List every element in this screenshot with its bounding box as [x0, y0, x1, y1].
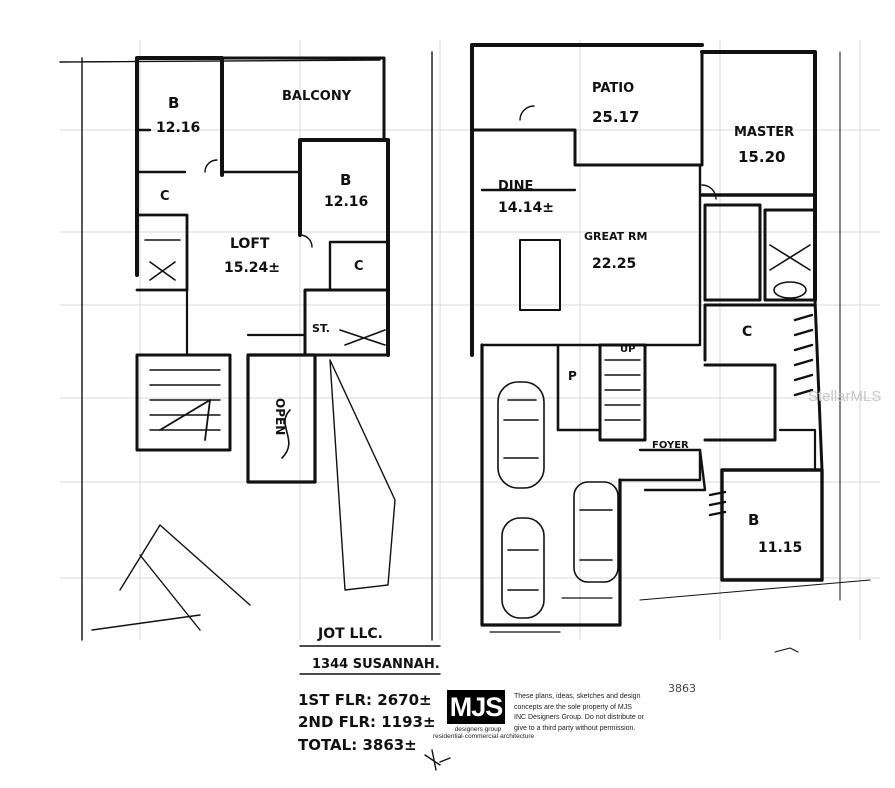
margin-scribble [774, 647, 799, 653]
room-label: MASTER [734, 125, 794, 140]
room-dims: 12.16 [324, 194, 368, 210]
room-label: LOFT [230, 236, 270, 252]
room-dims: 25.17 [592, 108, 639, 126]
garage-cars [497, 381, 619, 619]
lot-address: 1344 SUSANNAH. [312, 657, 440, 672]
dimension-lines [489, 597, 613, 633]
first-floor-area: 1ST FLR: 2670± [298, 691, 432, 709]
logo-subtitle-line-2: residential·commercial·architecture [433, 733, 535, 740]
margin-note: 3863 [668, 682, 696, 695]
logo-subtitle: designers group residential·commercial·a… [433, 726, 535, 740]
room-label: OPEN [273, 398, 287, 435]
car-left-top [497, 381, 545, 489]
room-label: BALCONY [282, 89, 352, 104]
room-label: PATIO [592, 81, 634, 96]
mjs-logo: MJS [447, 690, 505, 724]
room-label: C [354, 259, 364, 274]
logo-text: MJS [449, 691, 504, 722]
lower-floor-walls [470, 43, 871, 627]
room-dims: 14.14± [498, 200, 554, 216]
room-label: P [568, 369, 577, 383]
room-label: DINE [498, 179, 533, 194]
copyright-disclaimer: These plans, ideas, sketches and design … [514, 693, 644, 732]
second-floor-area: 2ND FLR: 1193± [298, 713, 436, 731]
logo-subtitle-line-1: designers group [454, 726, 502, 733]
lower-floor-labels: PATIO 25.17 MASTER 15.20 DINE 14.14± GRE… [498, 81, 802, 556]
room-label: B [748, 511, 759, 529]
lot-info: JOT LLC. 1344 SUSANNAH. [299, 626, 441, 675]
room-label: C [742, 324, 752, 340]
room-label: UP [620, 344, 635, 355]
total-area: TOTAL: 3863± [298, 736, 417, 754]
room-label: B [168, 94, 179, 112]
room-label: ST. [312, 322, 330, 335]
area-summary: 1ST FLR: 2670± 2ND FLR: 1193± TOTAL: 386… [298, 691, 451, 771]
car-left-bottom [501, 517, 545, 619]
room-dims: 12.16 [156, 120, 200, 136]
watermark: StellarMLS [808, 388, 881, 405]
upper-floor-walls [59, 51, 433, 641]
room-label: GREAT RM [584, 230, 647, 243]
upper-floor-labels: B 12.16 BALCONY B 12.16 LOFT 15.24± C C … [156, 89, 368, 435]
car-right [573, 481, 619, 583]
room-dims: 15.20 [738, 148, 785, 166]
construction-grid [60, 40, 880, 640]
room-dims: 11.15 [758, 540, 802, 556]
room-label: B [340, 171, 351, 189]
room-dims: 15.24± [224, 260, 280, 276]
lot-name: JOT LLC. [317, 626, 383, 642]
room-label: C [160, 189, 170, 204]
room-dims: 22.25 [592, 256, 636, 272]
room-label: FOYER [652, 440, 689, 451]
